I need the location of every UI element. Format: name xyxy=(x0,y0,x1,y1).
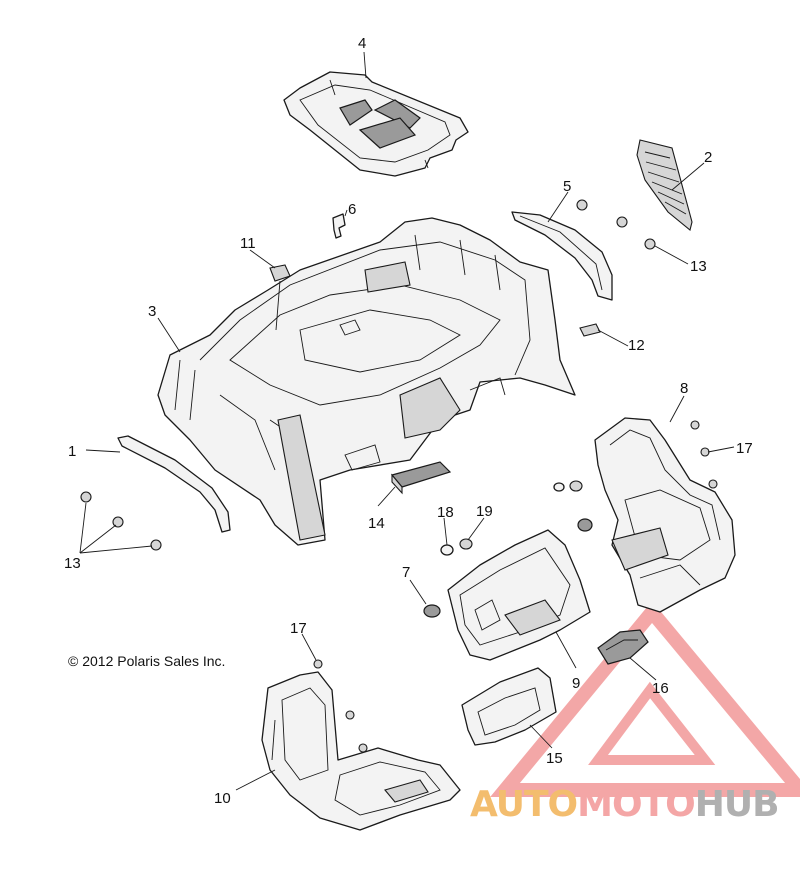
callout-5: 5 xyxy=(563,178,571,195)
part-9-center-panel xyxy=(447,529,591,661)
callout-17-right: 17 xyxy=(736,440,753,457)
callout-6: 6 xyxy=(348,201,356,218)
copyright-notice: © 2012 Polaris Sales Inc. xyxy=(68,653,226,669)
callout-17-left: 17 xyxy=(290,620,307,637)
callout-10: 10 xyxy=(214,790,231,807)
part-14-foam-block xyxy=(390,461,452,495)
watermark-text: AUTOMOTOHUB xyxy=(470,784,780,825)
callout-9: 9 xyxy=(572,675,580,692)
part-3-cargo-box xyxy=(157,217,576,546)
callout-11: 11 xyxy=(240,235,256,252)
part-8-storage-bin xyxy=(594,417,736,613)
callout-8: 8 xyxy=(680,380,688,397)
callout-2: 2 xyxy=(704,149,712,166)
watermark-moto: MOTO xyxy=(577,784,696,825)
callout-18: 18 xyxy=(437,504,454,521)
part-2-grille xyxy=(636,139,693,231)
callout-16: 16 xyxy=(652,680,669,697)
fasteners xyxy=(80,199,718,753)
callout-7: 7 xyxy=(402,564,410,581)
callout-13-right: 13 xyxy=(690,258,707,275)
callout-14: 14 xyxy=(368,515,385,532)
callout-1: 1 xyxy=(68,443,76,460)
watermark-hub: HUB xyxy=(694,784,780,825)
callout-numbers: 4 2 5 6 11 3 12 13 1 14 8 17 18 19 7 13 … xyxy=(64,35,753,807)
callout-12: 12 xyxy=(628,337,645,354)
watermark-logo xyxy=(490,601,800,797)
part-5-side-trim xyxy=(511,211,613,301)
part-16-bracket xyxy=(597,629,649,665)
callout-15: 15 xyxy=(546,750,563,767)
part-4-cargo-cover xyxy=(283,71,469,177)
leader-lines xyxy=(79,51,735,791)
callout-3: 3 xyxy=(148,303,156,320)
callout-19: 19 xyxy=(476,503,493,520)
part-15-lower-cover xyxy=(461,667,557,746)
callout-13-left: 13 xyxy=(64,555,81,572)
callout-4: 4 xyxy=(358,35,366,52)
watermark-auto: AUTO xyxy=(470,784,578,825)
part-10-floor-panel xyxy=(261,671,461,831)
part-1-side-rail xyxy=(117,435,231,533)
